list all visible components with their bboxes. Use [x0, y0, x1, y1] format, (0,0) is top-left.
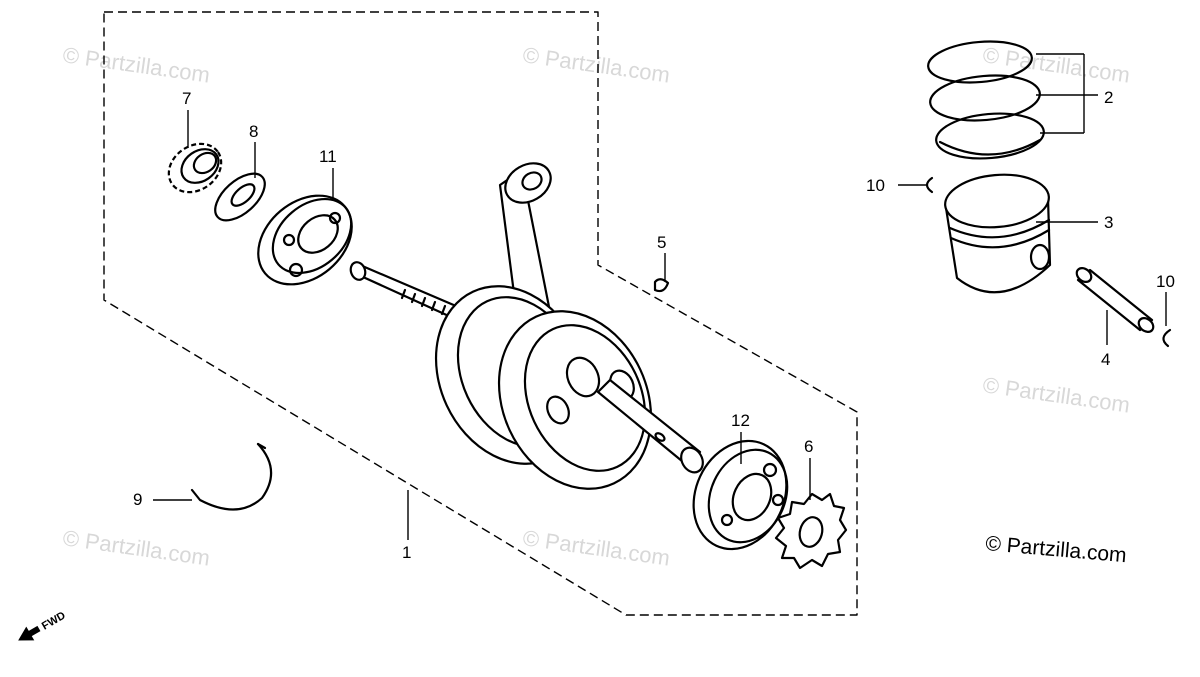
callout-4: 4 — [1101, 350, 1110, 369]
part-9-circlip — [190, 442, 273, 511]
callout-3: 3 — [1104, 213, 1113, 232]
callout-11: 11 — [319, 147, 337, 166]
part-7-gear — [167, 142, 223, 194]
callout-2: 2 — [1104, 88, 1113, 107]
watermark: © Partzilla.com — [61, 525, 211, 570]
part-11-bearing — [257, 194, 353, 286]
callout-10-b: 10 — [1156, 272, 1175, 291]
fwd-label: FWD — [40, 610, 68, 633]
callout-1: 1 — [402, 543, 411, 562]
fwd-indicator: FWD — [18, 610, 68, 641]
callout-8: 8 — [249, 122, 258, 141]
part-10-clip-b — [1162, 328, 1172, 348]
part-12-bearing — [692, 439, 789, 551]
watermark: © Partzilla.com — [521, 42, 671, 87]
part-5-key — [653, 278, 670, 293]
copyright-text: © Partzilla.com — [985, 532, 1128, 567]
callout-5: 5 — [657, 233, 666, 252]
leader-lines — [153, 53, 1167, 540]
callout-labels: 1 2 3 4 5 6 7 8 9 10 10 11 12 — [133, 88, 1175, 562]
watermark: © Partzilla.com — [521, 525, 671, 570]
part-2-piston-rings — [927, 40, 1045, 160]
part-3-piston — [944, 173, 1052, 294]
part-4-piston-pin — [1075, 267, 1155, 333]
part-1-crankshaft — [349, 162, 704, 490]
watermark: © Partzilla.com — [981, 42, 1131, 87]
fwd-arrow-icon — [18, 625, 41, 641]
callout-7: 7 — [182, 89, 191, 108]
callout-10-a: 10 — [866, 176, 885, 195]
callout-12: 12 — [731, 411, 750, 430]
part-8-washer — [214, 172, 266, 222]
part-6-sprocket — [774, 492, 848, 570]
callout-6: 6 — [804, 437, 813, 456]
part-10-clip-a — [925, 176, 934, 194]
assembly-boundary — [103, 11, 858, 616]
callout-9: 9 — [133, 490, 142, 509]
watermark: © Partzilla.com — [981, 372, 1131, 417]
watermark: © Partzilla.com — [61, 42, 211, 87]
